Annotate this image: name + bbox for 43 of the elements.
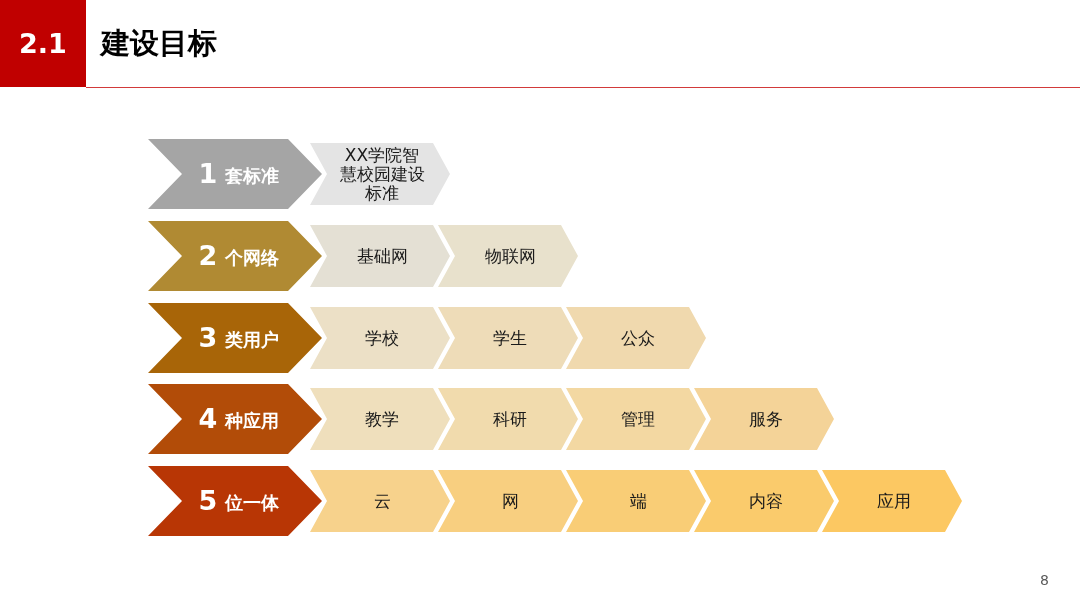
item-banner xyxy=(310,143,450,205)
item-label: 科研 xyxy=(493,409,527,429)
item-banner xyxy=(566,388,706,450)
item-banner xyxy=(438,307,578,369)
item-banner xyxy=(310,307,450,369)
item-label: 管理 xyxy=(621,409,655,429)
section-number: 2.1 xyxy=(0,0,86,87)
step-number: 2 xyxy=(198,241,218,271)
item-label: 内容 xyxy=(749,491,783,511)
step-number: 1 xyxy=(198,159,218,189)
item-banner xyxy=(694,388,834,450)
item-label: 学校 xyxy=(365,328,399,348)
item-banner xyxy=(310,470,450,532)
item-banner xyxy=(438,470,578,532)
item-banner xyxy=(310,225,450,287)
item-label: XX学院智慧校园建设标准 xyxy=(338,145,426,203)
item-label: 应用 xyxy=(877,491,911,511)
category-label: 套标准 xyxy=(225,165,280,187)
item-label: 网 xyxy=(501,491,519,511)
item-banner xyxy=(438,388,578,450)
category-label: 个网络 xyxy=(225,247,280,269)
item-banner xyxy=(822,470,962,532)
item-label: 公众 xyxy=(621,328,655,348)
step-number: 4 xyxy=(198,404,218,434)
item-banner xyxy=(438,225,578,287)
item-label: 教学 xyxy=(365,409,399,429)
item-banner xyxy=(566,470,706,532)
item-label: 基础网 xyxy=(356,246,408,266)
item-banner xyxy=(566,307,706,369)
item-banner xyxy=(310,388,450,450)
item-label: 云 xyxy=(373,491,391,511)
category-label: 类用户 xyxy=(225,329,280,351)
item-label: 端 xyxy=(629,491,647,511)
category-label: 种应用 xyxy=(225,410,280,432)
step-number: 3 xyxy=(198,323,218,353)
category-label: 位一体 xyxy=(225,492,280,514)
item-label: 物联网 xyxy=(484,246,536,266)
item-banner xyxy=(694,470,834,532)
slide-title: 建设目标 xyxy=(101,25,217,62)
page-number: 8 xyxy=(1040,571,1049,589)
step-number: 5 xyxy=(198,486,218,516)
item-label: 学生 xyxy=(493,328,527,348)
item-label: 服务 xyxy=(749,409,783,429)
